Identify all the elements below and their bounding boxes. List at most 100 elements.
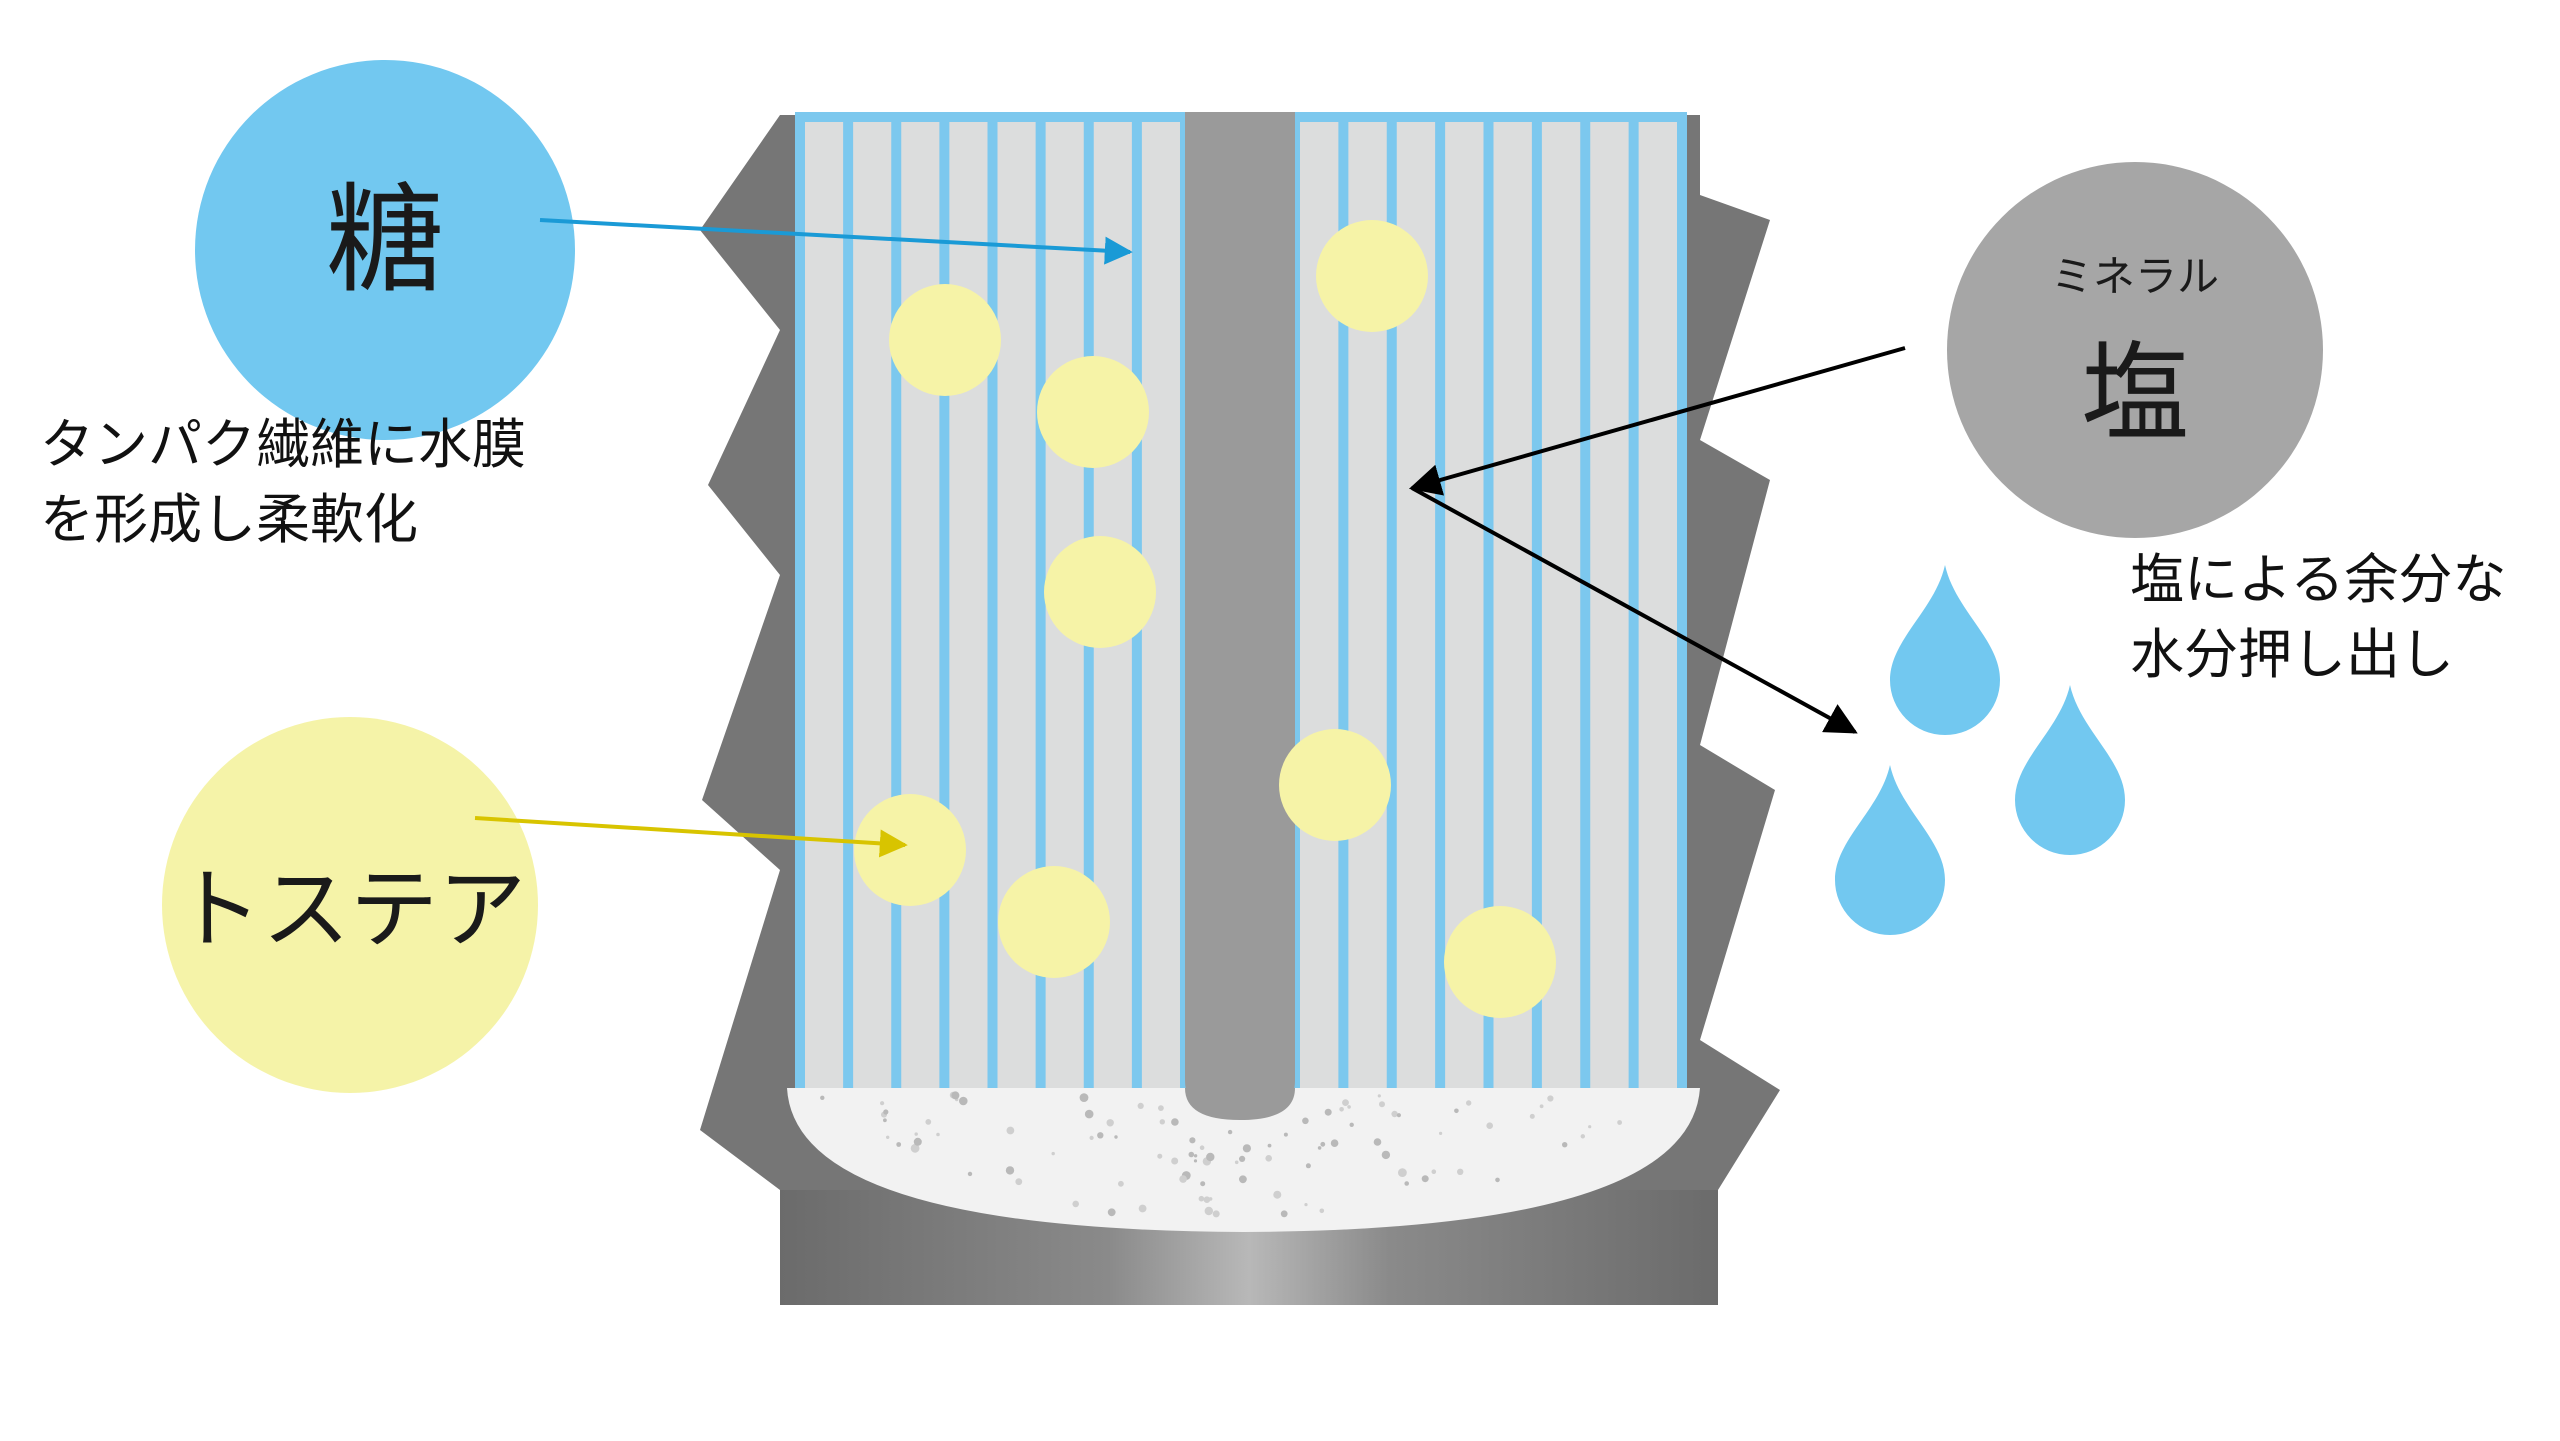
sugar-caption-line2: を形成し柔軟化 [40, 488, 418, 551]
speckle [1265, 1155, 1272, 1162]
speckle [1106, 1119, 1114, 1127]
speckle [1212, 1210, 1220, 1218]
speckle [1159, 1119, 1166, 1125]
speckle [1302, 1117, 1309, 1125]
fiber-line [1580, 112, 1591, 1088]
speckle [1267, 1143, 1272, 1148]
speckle [1084, 1109, 1094, 1119]
speckle [1137, 1102, 1144, 1109]
fiber-line [987, 112, 998, 1088]
speckle [1005, 1166, 1015, 1175]
speckle [936, 1132, 940, 1137]
speckle [1529, 1113, 1535, 1119]
sugar-label: 糖 [325, 171, 444, 309]
fiber-line [1386, 112, 1397, 1088]
fiber-line [1338, 112, 1349, 1088]
speckle [1580, 1134, 1586, 1139]
salt-caption-line1: 塩による余分な [2130, 548, 2507, 611]
water-drop-icon [1835, 765, 1945, 935]
speckle [1324, 1108, 1332, 1116]
speckle [1617, 1120, 1622, 1125]
water-drops [1835, 565, 2125, 935]
speckle [1089, 1135, 1094, 1140]
speckle [1457, 1168, 1464, 1176]
speckle [1339, 1107, 1344, 1112]
speckle [1280, 1210, 1288, 1218]
speckle [914, 1132, 918, 1136]
speckle [1138, 1204, 1147, 1213]
speckle [1204, 1206, 1214, 1216]
speckle [1051, 1151, 1055, 1156]
speckle [820, 1095, 825, 1101]
speckle [1547, 1095, 1554, 1102]
speckle [1381, 1150, 1391, 1160]
water-drop-icon [2015, 685, 2125, 855]
speckle [1234, 1160, 1239, 1165]
speckle [1421, 1175, 1429, 1183]
speckle [1193, 1159, 1198, 1163]
sugar-circle [195, 60, 575, 440]
fiber-line [1531, 112, 1542, 1088]
speckle [1439, 1131, 1443, 1135]
speckle [883, 1109, 889, 1115]
fiber-line [795, 112, 805, 1088]
salt-label: 塩 [2080, 332, 2189, 457]
fiber-line [1628, 112, 1639, 1088]
tostea-particle [1044, 536, 1156, 648]
speckle [1239, 1175, 1247, 1184]
salt-caption-line2: 水分押し出し [2130, 623, 2454, 686]
speckle [1015, 1178, 1023, 1186]
salt-arrow [1408, 346, 1906, 496]
speckle [1539, 1104, 1544, 1109]
speckle [967, 1171, 973, 1177]
speckle [1199, 1145, 1205, 1150]
speckle [1193, 1154, 1198, 1158]
speckle [1079, 1093, 1089, 1102]
fiber-line [891, 112, 902, 1088]
speckle [896, 1142, 902, 1147]
speckle [1342, 1099, 1349, 1106]
tostea-particle [1316, 220, 1428, 332]
speckle [1486, 1122, 1493, 1129]
tostea-particle [1037, 356, 1149, 468]
salt-circle [1947, 162, 2323, 538]
speckle [1347, 1105, 1351, 1109]
speckle [1072, 1200, 1079, 1208]
speckle [1107, 1208, 1116, 1217]
speckle [1377, 1094, 1381, 1098]
speckle [1349, 1122, 1354, 1128]
fiber-line [843, 112, 854, 1088]
water-out-arrow [1411, 486, 1858, 734]
speckle [1317, 1146, 1322, 1150]
salt-sub-label: ミネラル [2050, 252, 2219, 301]
speckle [1391, 1110, 1398, 1118]
speckle [1208, 1197, 1213, 1201]
speckle [925, 1119, 932, 1125]
speckle [1242, 1144, 1251, 1153]
speckle [1157, 1153, 1163, 1159]
speckle [910, 1143, 920, 1153]
speckle [1188, 1151, 1195, 1158]
speckle [1114, 1135, 1118, 1139]
speckle [1304, 1203, 1308, 1207]
speckle [1171, 1118, 1179, 1126]
fiber-line [939, 112, 950, 1088]
central-core [1185, 112, 1295, 1120]
speckle [1189, 1137, 1196, 1144]
speckle [1562, 1142, 1568, 1148]
speckle [1305, 1163, 1311, 1169]
speckle [1319, 1208, 1325, 1214]
speckle [1588, 1125, 1592, 1129]
speckle [1454, 1108, 1459, 1114]
tostea-particle [998, 866, 1110, 978]
fiber-line [1035, 112, 1046, 1088]
speckle [883, 1118, 887, 1123]
speckle [1379, 1101, 1385, 1108]
speckle [1206, 1152, 1215, 1162]
speckle [1006, 1126, 1015, 1135]
tostea-circle [162, 717, 538, 1093]
speckle [1398, 1168, 1407, 1177]
speckle [1283, 1132, 1288, 1137]
